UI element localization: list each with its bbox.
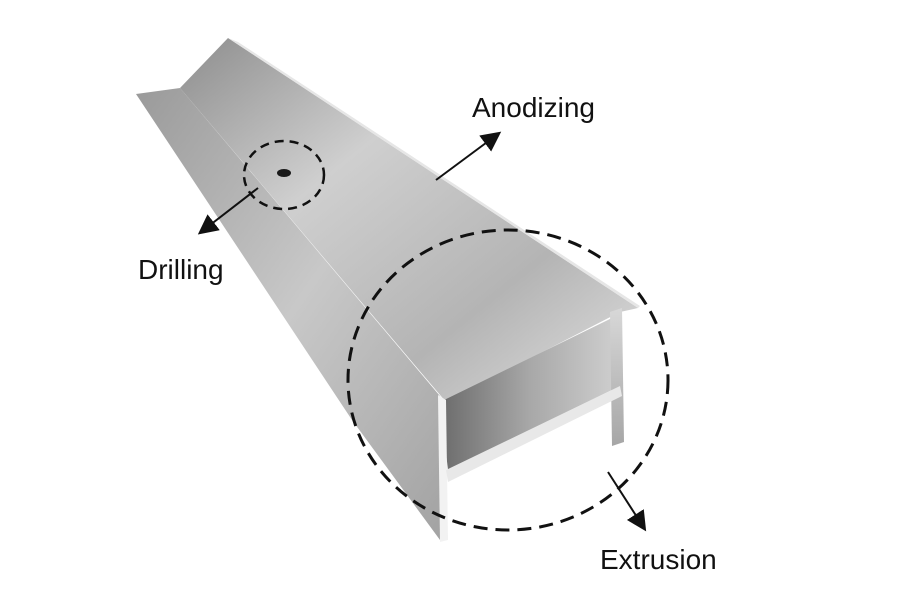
front-face	[438, 395, 448, 542]
inner-channel	[440, 318, 620, 470]
front-right-leg	[610, 308, 624, 446]
front-bottom-web	[446, 386, 622, 482]
drilling-arrow	[197, 187, 259, 235]
anodizing-arrow	[435, 131, 502, 181]
extrusion-label: Extrusion	[600, 544, 717, 575]
profile-web	[180, 38, 638, 402]
extrusion-arrow	[607, 471, 647, 532]
anodizing-label: Anodizing	[472, 92, 595, 123]
drilling-label: Drilling	[138, 254, 224, 285]
drilling-circle	[242, 139, 326, 211]
extrusion-circle	[346, 228, 670, 532]
far-wall	[228, 38, 640, 308]
left-flange	[136, 88, 445, 540]
drilled-hole	[277, 169, 291, 177]
